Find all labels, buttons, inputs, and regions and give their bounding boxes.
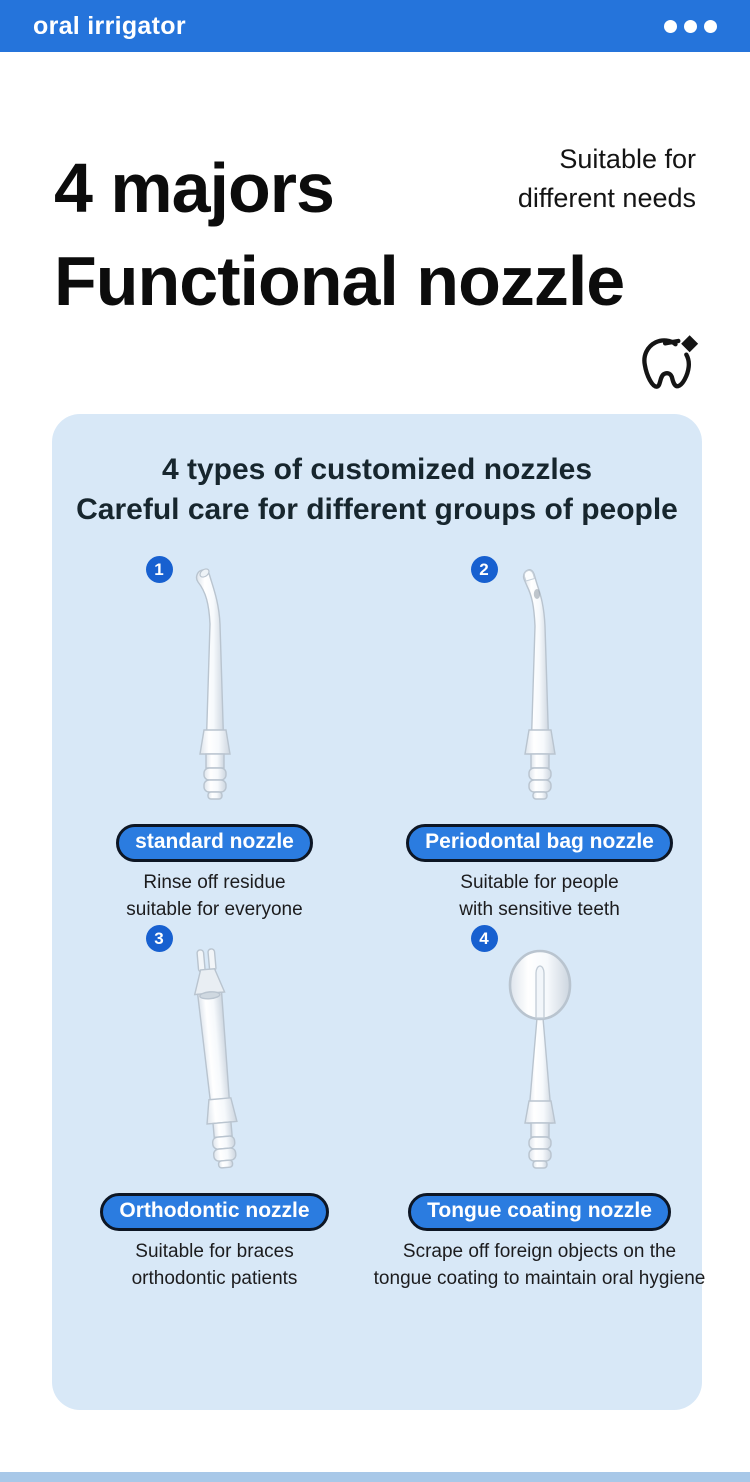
hero-title: 4 majors Functional nozzle [54,142,625,328]
hero-title-line2: Functional nozzle [54,242,625,321]
orthodontic-brush-nozzle-image [193,948,238,1169]
nozzle-label-pill: Periodontal bag nozzle [406,824,673,862]
tagline-line1: Suitable for [559,144,696,174]
nozzle-figure: 2 [465,554,615,804]
dot [664,19,677,33]
nozzle-figure: 1 [140,554,290,804]
nozzle-item-periodontal: 2 Periodontal bag n [377,554,702,923]
hero-tagline: Suitable for different needs [518,140,696,218]
tooth-sparkle-icon [634,332,700,398]
next-section-divider [0,1472,750,1482]
nozzle-item-standard: 1 [52,554,377,923]
nozzle-item-tongue: 4 Tongue coating [374,923,705,1292]
ellipsis-menu-icon[interactable] [664,19,717,33]
nozzle-figure: 3 [140,923,290,1173]
nozzle-description: Suitable for braces orthodontic patients [131,1241,298,1289]
number-badge: 4 [470,925,498,952]
card-heading-line1: 4 types of customized nozzles [161,453,593,486]
nozzle-label-pill: Tongue coating nozzle [408,1193,671,1231]
number-badge: 1 [145,556,173,583]
standard-jet-nozzle-image [195,568,231,800]
hero-title-line1: 4 majors [54,149,335,227]
tongue-scraper-nozzle-image [508,949,571,1169]
nozzle-card: 4 types of customized nozzles Careful ca… [52,414,705,1410]
number-badge: 2 [470,556,498,583]
nozzle-description: Rinse off residue suitable for everyone [126,872,303,920]
periodontal-pocket-nozzle-image [522,569,556,800]
nozzle-label-pill: standard nozzle [116,824,313,862]
tagline-line2: different needs [517,183,696,214]
hero-section: 4 majors Functional nozzle Suitable for … [0,52,750,414]
dot [684,19,697,33]
nozzle-description: Scrape off foreign objects on the tongue… [373,1241,706,1289]
nozzle-label-pill: Orthodontic nozzle [100,1193,329,1231]
dot [704,19,717,33]
nozzle-figure: 4 [465,923,615,1173]
app-header: oral irrigator [0,0,750,52]
nozzle-description: Suitable for people with sensitive teeth [459,872,620,920]
page-title: oral irrigator [33,11,186,40]
nozzle-grid: 1 [52,554,705,1292]
nozzle-item-orthodontic: 3 [52,923,377,1292]
card-heading-line2: Careful care for different groups of peo… [76,493,678,526]
number-badge: 3 [145,925,173,952]
